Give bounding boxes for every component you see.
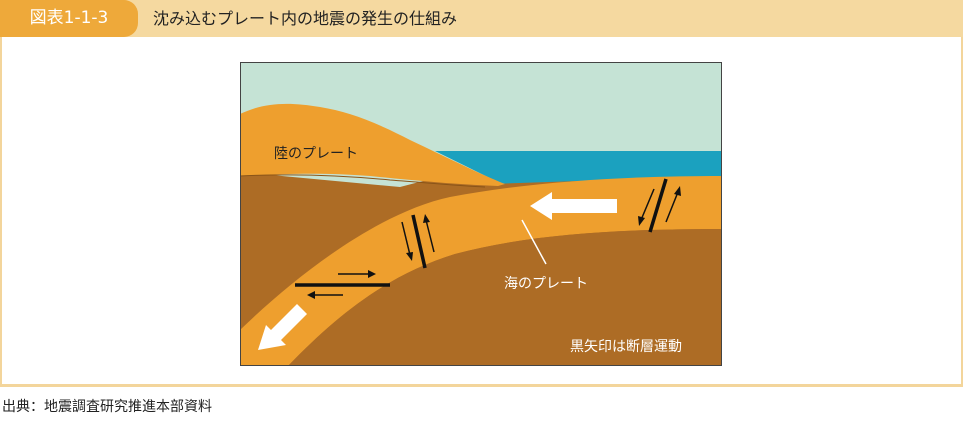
fault-arrowhead-middle-up bbox=[423, 214, 430, 223]
subduction-diagram: 陸のプレート 海のプレート 黒矢印は断層運動 bbox=[240, 62, 722, 366]
fault-arrow-right-down bbox=[640, 188, 655, 221]
diagram-border bbox=[240, 62, 722, 366]
fault-arrowhead-lower-left bbox=[307, 291, 315, 299]
figure-header: 図表1-1-3 沈み込むプレート内の地震の発生の仕組み bbox=[0, 0, 963, 37]
plate-motion-arrow bbox=[530, 192, 617, 220]
oceanic-plate-label: 海のプレート bbox=[504, 276, 588, 292]
fault-arrowhead-right-down bbox=[638, 216, 645, 226]
legend-note: 黒矢印は断層運動 bbox=[570, 339, 682, 355]
fault-arrowhead-middle-down bbox=[406, 252, 413, 261]
fault-arrow-right-up bbox=[665, 191, 679, 223]
fault-arrow-middle-up bbox=[425, 219, 435, 253]
fault-line-right bbox=[648, 178, 668, 233]
continental-plate-edge bbox=[240, 174, 486, 188]
figure-title: 沈み込むプレート内の地震の発生の仕組み bbox=[153, 9, 458, 28]
fault-arrowhead-lower-right bbox=[368, 270, 376, 278]
oceanic-plate bbox=[240, 176, 722, 366]
fault-arrow-middle-down bbox=[401, 221, 411, 256]
figure-number-badge: 図表1-1-3 bbox=[0, 0, 138, 37]
continental-plate bbox=[240, 103, 505, 186]
fault-line-middle bbox=[411, 214, 427, 269]
continental-plate-label: 陸のプレート bbox=[274, 146, 358, 162]
lower-mantle bbox=[288, 229, 722, 366]
plate-motion-arrow-down bbox=[258, 304, 307, 350]
sea bbox=[435, 151, 722, 184]
fault-arrowhead-right-up bbox=[674, 186, 681, 196]
oceanic-label-pointer bbox=[521, 219, 547, 265]
source-note: 出典：地震調査研究推進本部資料 bbox=[2, 399, 212, 415]
